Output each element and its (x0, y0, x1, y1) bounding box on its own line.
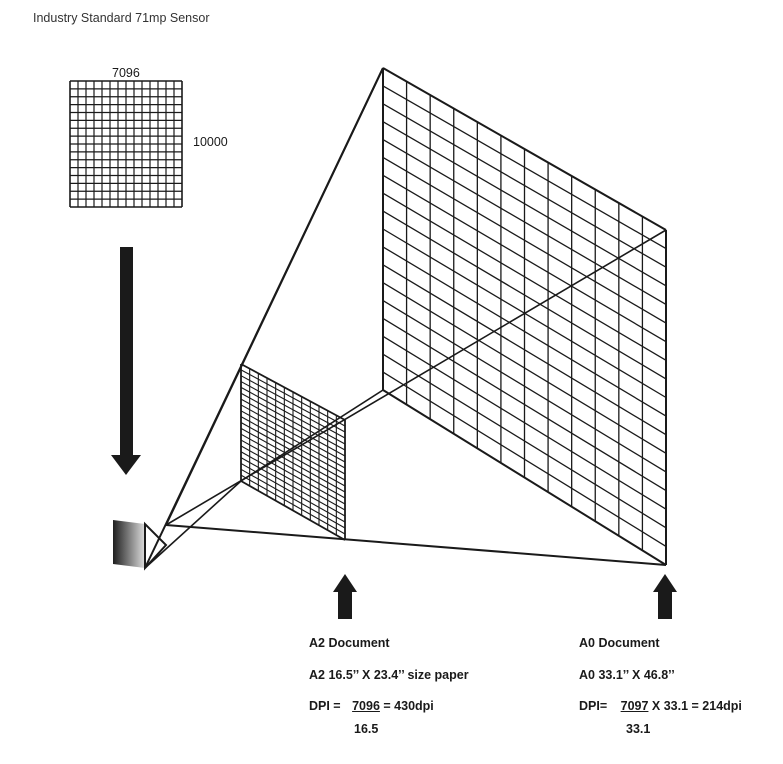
grid-line (382, 371, 667, 547)
grid-line (240, 445, 346, 505)
grid-line (382, 156, 667, 324)
up-arrow-icon (653, 574, 677, 619)
grid-line (382, 246, 667, 417)
grid-line (240, 451, 346, 511)
grid-line (382, 282, 667, 454)
down-arrow-icon (111, 247, 141, 475)
sensor-height-label: 10000 (193, 135, 228, 149)
grid-line (382, 67, 667, 231)
grid-line (382, 174, 667, 343)
a2-document-grid (240, 363, 346, 541)
sensor-width-label: 7096 (112, 66, 140, 80)
grid-line (382, 335, 667, 510)
grid-line (240, 474, 346, 535)
grid-line (240, 480, 346, 541)
grid-line (240, 363, 346, 421)
camera-lens-icon (113, 520, 168, 571)
a0-dpi-prefix: DPI= (579, 699, 608, 713)
grid-line (382, 264, 667, 436)
sensor-grid (69, 80, 183, 208)
grid-line (382, 299, 667, 473)
grid-line (382, 210, 667, 380)
grid-line (240, 369, 346, 427)
a0-size: A0 33.1’’ X 46.8’’ (579, 668, 675, 682)
grid-line (240, 427, 346, 487)
grid-line (382, 317, 667, 492)
a0-dpi-formula: DPI= 7097 X 33.1 = 214dpi (579, 699, 742, 713)
grid-line (240, 468, 346, 529)
a2-dpi-denominator: 16.5 (354, 722, 379, 736)
grid-line (240, 392, 346, 451)
a2-dpi-numerator: 7096 (352, 699, 380, 713)
a2-dpi-formula: DPI = 7096 = 430dpi (309, 699, 434, 713)
grid-line (240, 462, 346, 523)
a2-dpi-prefix: DPI = (309, 699, 341, 713)
a2-dpi-result: = 430dpi (379, 699, 434, 713)
a0-dpi-result: X 33.1 = 214dpi (648, 699, 742, 713)
a0-dpi-numerator: 7097 (620, 699, 649, 713)
a2-size: A2 16.5’’ X 23.4’’ size paper (309, 668, 469, 682)
grid-line (240, 416, 346, 475)
grid-line (240, 398, 346, 457)
grid-line (382, 103, 667, 268)
up-arrow-icon (333, 574, 357, 619)
grid-line (382, 389, 667, 566)
grid-line (240, 410, 346, 469)
grid-line (240, 386, 346, 445)
grid-line (382, 353, 667, 529)
grid-line (240, 439, 346, 499)
grid-line (382, 192, 667, 361)
diagram-title: Industry Standard 71mp Sensor (33, 11, 210, 25)
projection-rays (144, 67, 667, 569)
a0-heading: A0 Document (579, 636, 660, 650)
a0-dpi-denominator: 33.1 (626, 722, 651, 736)
a0-document-grid (382, 67, 667, 566)
grid-line (240, 375, 346, 433)
grid-line (240, 422, 346, 481)
grid-line (240, 433, 346, 493)
grid-line (240, 457, 346, 517)
grid-line (382, 85, 667, 250)
grid-line (240, 381, 346, 439)
grid-line (382, 138, 667, 306)
grid-line (240, 404, 346, 463)
a2-heading: A2 Document (309, 636, 390, 650)
